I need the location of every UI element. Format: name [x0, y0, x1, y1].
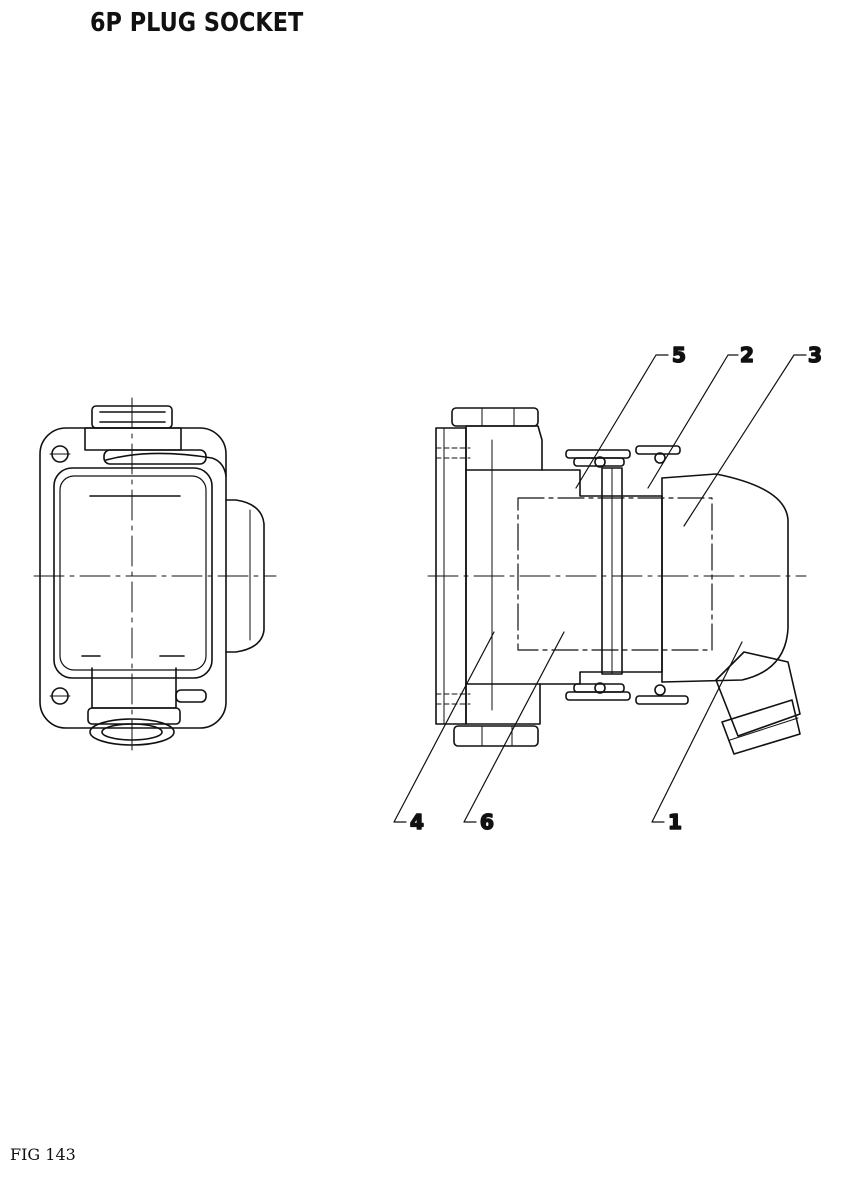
front-bottom-gland	[91, 667, 177, 709]
front-view	[33, 397, 277, 757]
front-cover	[53, 467, 213, 679]
side-bottom-nut	[453, 725, 539, 747]
side-top-nut	[451, 407, 539, 427]
side-plug-cover	[661, 473, 789, 683]
callout-2: 2	[740, 343, 754, 367]
front-top-neck	[84, 427, 182, 451]
page-title: 6P PLUG SOCKET	[90, 8, 304, 38]
callout-3: 3	[808, 343, 822, 367]
callouts: 5 2 3 4 6 1	[409, 342, 823, 835]
front-centerlines	[33, 397, 277, 757]
figure-label: FIG 143	[10, 1145, 76, 1164]
callout-6: 6	[480, 810, 494, 834]
callout-5: 5	[672, 343, 686, 367]
leader-lines	[393, 354, 807, 823]
side-view	[393, 354, 807, 823]
front-flange-plate	[39, 427, 227, 729]
side-inner-plug	[517, 497, 713, 651]
side-cable-gland	[715, 651, 801, 737]
front-side-latch	[225, 499, 265, 653]
callout-4: 4	[410, 810, 424, 834]
callout-1: 1	[668, 810, 682, 834]
